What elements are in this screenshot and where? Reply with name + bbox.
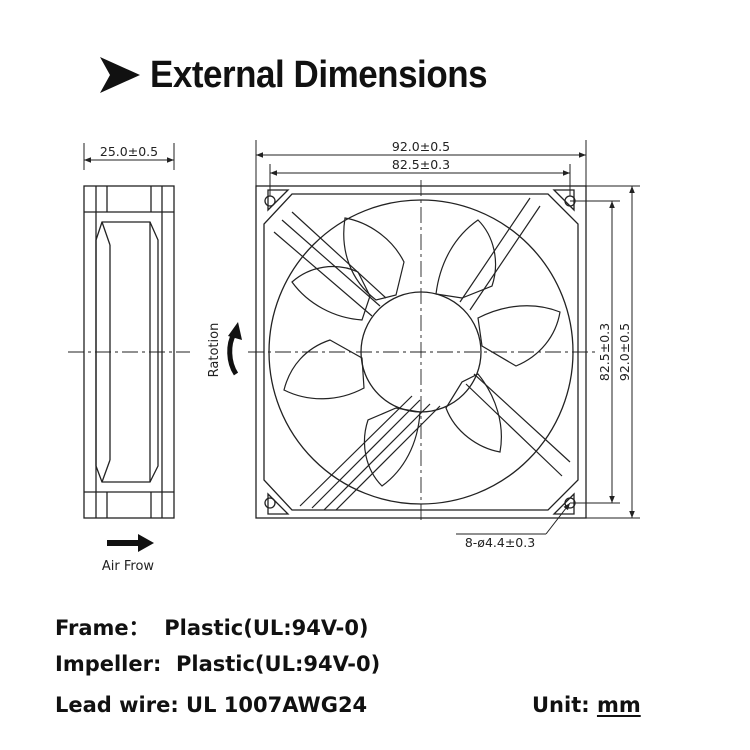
hole-dimension: 8-ø4.4±0.3 (465, 535, 535, 550)
hole-spacing-height-dimension: 82.5±0.3 (597, 323, 612, 381)
width-dimensions (255, 140, 587, 196)
hole-callout (456, 502, 571, 535)
front-view (248, 180, 596, 524)
thickness-dimension: 25.0±0.5 (100, 144, 158, 159)
page-title: External Dimensions (150, 53, 488, 96)
airflow-arrow-icon (107, 534, 154, 552)
title-row: External Dimensions (98, 50, 516, 100)
spec-lead-wire: Lead wire: UL 1007AWG24 (55, 693, 368, 717)
spec-unit: Unit: mm (532, 693, 641, 717)
outer-width-dimension: 92.0±0.5 (392, 139, 450, 154)
airflow-label: Air Frow (102, 559, 155, 574)
rotation-label: Ratotion (207, 323, 222, 378)
spec-impeller: Impeller: Plastic(UL:94V-0) (55, 652, 381, 676)
unit-label: Unit: (532, 693, 597, 717)
spec-frame: Frame： Plastic(UL:94V-0) (55, 616, 369, 640)
outer-height-dimension: 92.0±0.5 (617, 323, 632, 381)
unit-value: mm (596, 693, 641, 717)
height-dimensions (570, 185, 640, 519)
rotation-arrow-icon (227, 322, 242, 376)
side-view (68, 143, 190, 519)
arrow-right-icon (100, 57, 140, 93)
hole-spacing-width-dimension: 82.5±0.3 (392, 157, 450, 172)
